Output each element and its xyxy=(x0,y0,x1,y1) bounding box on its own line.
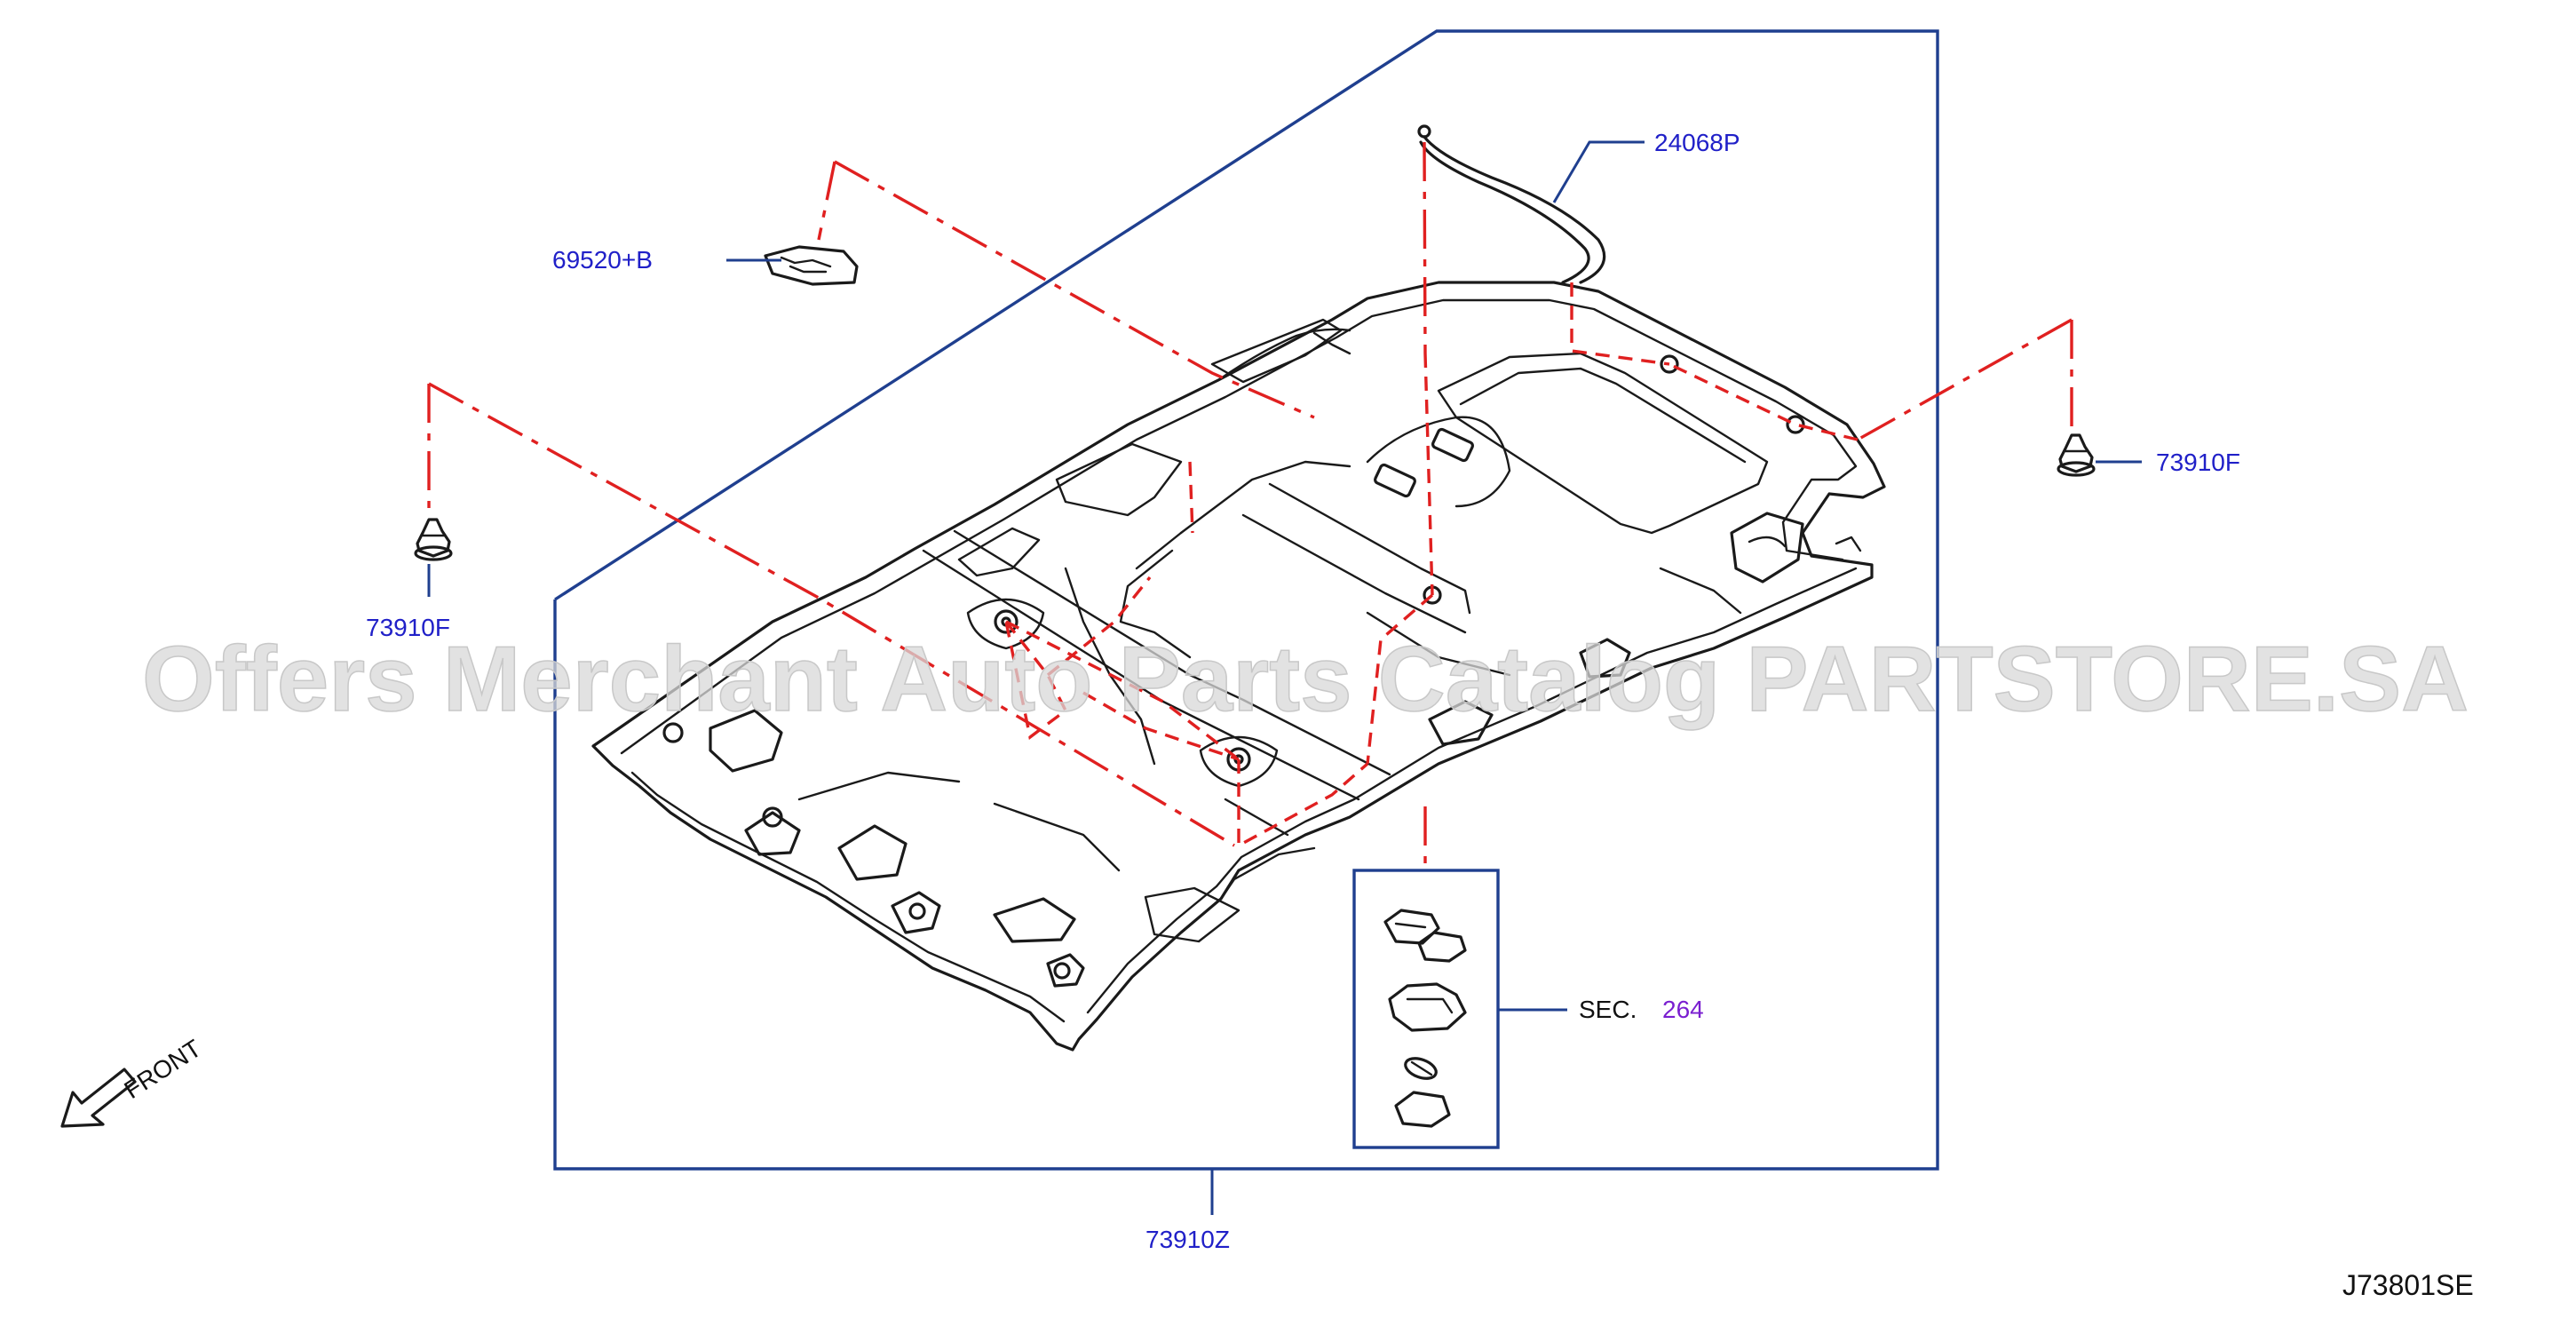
front-arrow xyxy=(60,1068,137,1128)
part-69520B-component xyxy=(726,245,859,286)
watermark-text: Offers Merchant Auto Parts Catalog PARTS… xyxy=(142,628,2469,731)
assembly-frame xyxy=(553,29,1939,1215)
headliner-panel xyxy=(591,281,1886,1052)
dashed-guide-lines xyxy=(427,141,2073,866)
part-24068P-harness xyxy=(1417,124,1645,284)
diagram-reference: J73801SE xyxy=(2342,1269,2474,1301)
label-24068P[interactable]: 24068P xyxy=(1654,129,1740,156)
label-73910F-left[interactable]: 73910F xyxy=(366,614,450,641)
part-73910F-clip-right xyxy=(2057,433,2142,477)
label-73910F-right[interactable]: 73910F xyxy=(2156,449,2240,476)
section-link-264[interactable]: 264 xyxy=(1662,996,1704,1023)
label-69520B[interactable]: 69520+B xyxy=(552,246,653,274)
front-label: FRONT xyxy=(119,1035,206,1105)
sec-264-inset xyxy=(1352,869,1567,1149)
part-73910F-clip-left xyxy=(414,518,453,597)
section-prefix: SEC. xyxy=(1579,996,1637,1023)
label-73910Z[interactable]: 73910Z xyxy=(1145,1226,1230,1253)
